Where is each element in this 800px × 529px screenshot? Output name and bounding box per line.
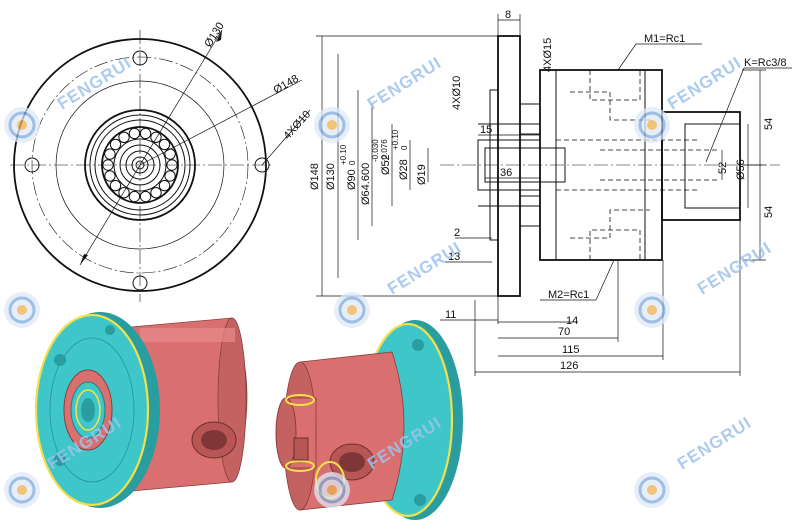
- watermark-text: FENGRUI: [694, 238, 775, 298]
- front-d148-label: Ø148: [272, 73, 301, 97]
- dim-d130: Ø130: [325, 163, 337, 190]
- dim-70: 70: [558, 326, 570, 338]
- bearing-ball: [139, 190, 152, 203]
- section-view: 8 15 36 2 13 11 14 70: [309, 9, 792, 376]
- dim-36: 36: [500, 167, 512, 179]
- dim-d64-tol: -0.030-0.076: [371, 139, 389, 162]
- bearing-ball: [164, 170, 176, 182]
- bearing-ball: [118, 131, 130, 143]
- bearing-ball: [158, 179, 171, 192]
- dim-d28: Ø28: [398, 159, 410, 180]
- dim-115: 115: [562, 344, 580, 356]
- bearing-ball: [128, 127, 141, 140]
- dim-11: 11: [445, 309, 456, 321]
- front-d130-label: Ø130: [202, 20, 226, 49]
- dim-d90-tol: +0.100: [339, 144, 357, 165]
- horizontal-dimensions: 8 15 36 2 13 11 14 70: [440, 9, 741, 376]
- dim-52: 52: [717, 162, 729, 174]
- watermark-logo-icon: [4, 107, 40, 143]
- bearing-ball: [150, 187, 162, 199]
- watermark-logo-icon: [4, 472, 40, 508]
- watermark-logo-icon: [334, 292, 370, 328]
- dim-14: 14: [566, 315, 578, 327]
- dim-d90: Ø90: [346, 169, 358, 190]
- bearing-ball: [104, 170, 116, 182]
- ball-bearing-ring: [102, 127, 178, 203]
- dim-holes15: 4XØ15: [542, 38, 554, 72]
- bearing-ball: [150, 131, 162, 143]
- dim-126: 126: [560, 360, 578, 372]
- bearing-ball: [109, 179, 122, 192]
- port-m2-label: M2=Rc1: [548, 289, 589, 301]
- bearing-ball: [166, 159, 178, 171]
- watermark-logo-icon: [314, 472, 350, 508]
- dim-d56: Ø56: [735, 159, 747, 180]
- port-m1-label: M1=Rc1: [644, 33, 685, 45]
- watermark-logo-icon: [634, 107, 670, 143]
- render-left: [34, 312, 248, 508]
- watermark-logo-icon: [4, 292, 40, 328]
- bearing-ball: [139, 127, 152, 140]
- bearing-ball: [109, 138, 122, 151]
- port-k-label: K=Rc3/8: [744, 57, 787, 69]
- bearing-ball: [164, 148, 176, 160]
- dim-13: 13: [448, 251, 460, 263]
- bearing-ball: [104, 148, 116, 160]
- dim-d148: Ø148: [309, 163, 321, 190]
- dim-2: 2: [454, 227, 460, 239]
- watermark-logo-icon: [634, 472, 670, 508]
- render-right: [275, 320, 463, 520]
- front-view: Ø130 Ø148 4XØ10: [10, 20, 313, 302]
- watermark-logo-icon: [314, 107, 350, 143]
- dim-d28-tol: +0.100: [391, 129, 409, 150]
- dim-d52: Ø52: [380, 154, 392, 175]
- bearing-ball: [158, 138, 171, 151]
- vertical-dimensions: Ø148 Ø130 Ø90 +0.100 Ø64.600 -0.030-0.07…: [309, 35, 775, 297]
- watermark-text: FENGRUI: [674, 413, 755, 473]
- watermark-logo-icon: [634, 292, 670, 328]
- dim-holes10: 4XØ10: [451, 76, 463, 110]
- bearing-ball: [102, 159, 114, 171]
- front-holes-label: 4XØ10: [281, 109, 313, 142]
- bearing-ball: [118, 187, 130, 199]
- dim-8: 8: [505, 9, 511, 21]
- dim-15: 15: [480, 124, 492, 136]
- watermark-text: FENGRUI: [384, 238, 465, 298]
- watermark-text: FENGRUI: [664, 53, 745, 113]
- dim-d64: Ø64.600: [360, 163, 372, 205]
- bearing-ball: [128, 190, 141, 203]
- watermark-text: FENGRUI: [364, 53, 445, 113]
- dim-54-top: 54: [763, 118, 775, 130]
- dim-d19: Ø19: [416, 164, 428, 185]
- dim-54-bottom: 54: [763, 206, 775, 218]
